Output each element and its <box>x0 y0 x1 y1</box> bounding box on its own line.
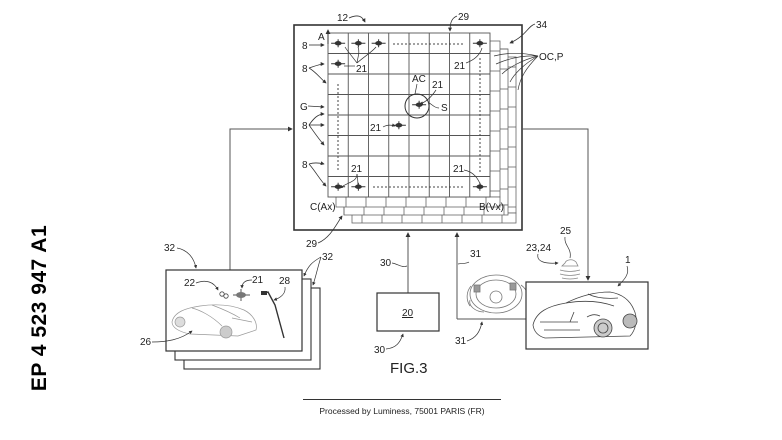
footer-divider <box>303 399 501 400</box>
active-cell-circle <box>404 93 430 119</box>
label-g: G <box>300 102 308 113</box>
marker-piece <box>371 39 386 48</box>
label-1: 1 <box>625 255 631 266</box>
label-21-top: 21 <box>356 64 368 75</box>
label-20: 20 <box>402 308 414 319</box>
marker-piece <box>351 39 366 48</box>
label-32-left: 32 <box>164 243 176 254</box>
card-car-drawing <box>171 304 257 339</box>
label-22: 22 <box>184 278 196 289</box>
label-21-center: 21 <box>432 80 444 91</box>
label-21-mid: 21 <box>370 123 382 134</box>
marker-pieces <box>331 39 487 191</box>
brick-layers <box>335 40 517 224</box>
label-34: 34 <box>536 20 548 31</box>
display-frame <box>293 24 523 231</box>
label-8-row2: 8 <box>302 64 308 75</box>
controller-box <box>376 292 440 332</box>
vehicle-drawing <box>532 291 638 339</box>
label-s: S <box>441 103 448 114</box>
footer-text: Processed by Luminess, 75001 PARIS (FR) <box>319 406 485 416</box>
frame-to-vehicle-line <box>522 128 591 281</box>
label-26: 26 <box>140 337 152 348</box>
sensor-icon <box>559 259 581 280</box>
oc-leader-lines <box>493 53 539 91</box>
label-25: 25 <box>560 226 572 237</box>
marker-piece <box>331 59 346 68</box>
label-29-bottom: 29 <box>306 239 318 250</box>
marker-piece <box>331 39 346 48</box>
marker-piece <box>351 182 366 191</box>
label-21-top-right: 21 <box>454 61 466 72</box>
cards-to-frame-line <box>229 126 293 270</box>
figure-caption: FIG.3 <box>390 360 428 377</box>
steering-wheel-drawing <box>466 274 529 314</box>
marker-piece <box>472 39 487 48</box>
label-oc-p: OC,P <box>539 52 564 63</box>
label-32-right: 32 <box>322 252 334 263</box>
label-8-row1: 8 <box>302 41 308 52</box>
label-8-row4: 8 <box>302 160 308 171</box>
label-c-ax: C(Ax) <box>310 202 336 213</box>
dotted-guides <box>337 43 481 188</box>
label-12: 12 <box>337 13 349 24</box>
card-icons <box>219 289 285 339</box>
label-ac: AC <box>412 74 426 85</box>
label-29-top: 29 <box>458 12 470 23</box>
brick-layer-bottom <box>335 196 501 208</box>
label-23-24: 23,24 <box>526 243 551 254</box>
label-30-top: 30 <box>380 258 392 269</box>
brick-layer-right <box>489 40 501 198</box>
label-31-top: 31 <box>470 249 482 260</box>
label-21-bottom-right: 21 <box>453 164 465 175</box>
label-b-vx: B(Vx) <box>479 202 504 213</box>
label-28: 28 <box>279 276 291 287</box>
label-30-bottom: 30 <box>374 345 386 356</box>
label-8-row3: 8 <box>302 121 308 132</box>
label-21-bottom-left: 21 <box>351 164 363 175</box>
label-31-bottom: 31 <box>455 336 467 347</box>
card-front <box>165 269 303 352</box>
label-a: A <box>318 32 325 43</box>
label-21-card: 21 <box>252 275 264 286</box>
